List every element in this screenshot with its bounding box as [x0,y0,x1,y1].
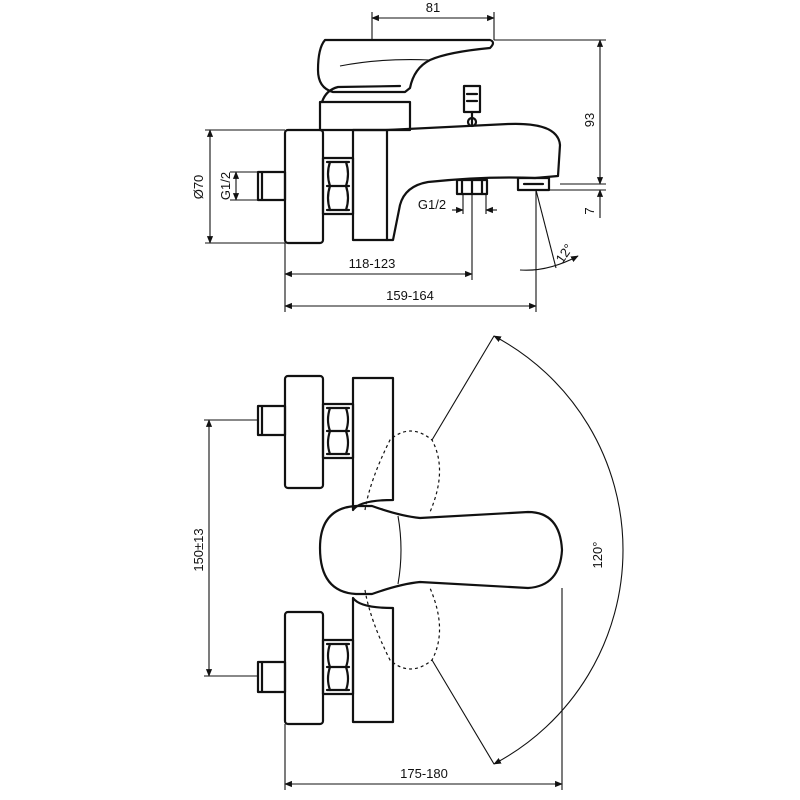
spout-aerator [516,176,551,192]
top-view: 120° 150±13 175-180 [191,335,624,790]
dim-outlet-thread: G1/2 [418,197,446,212]
lever-handle [316,38,495,94]
hex-nut [321,156,355,216]
dim-depth-total: 159-164 [386,288,434,303]
mixer-body [351,128,389,242]
dim-handle-length: 81 [426,0,440,15]
dim-offset-small: 7 [582,207,597,214]
dim-spout-angle: 12° [553,241,577,266]
inlet-connector [256,170,287,202]
dim-lever-rotation: 120° [590,542,605,569]
lever-rotated-down [364,587,441,670]
upper-inlet [256,374,355,490]
spout [385,122,562,242]
dim-centers: 150±13 [191,528,206,571]
lever-rotated-up [364,430,441,513]
dim-rosette-diameter: Ø70 [191,175,206,200]
rosette [283,128,325,245]
dim-depth-outlet: 118-123 [349,256,396,271]
dim-inlet-thread: G1/2 [218,172,233,200]
hose-connector [455,178,489,196]
dim-height: 93 [582,113,597,127]
diverter-knob [462,84,482,128]
side-view: 81 93 7 Ø70 G1/2 G1/2 12° 118-123 159-16… [191,0,606,312]
lever-top [318,504,564,596]
lower-inlet [256,610,355,726]
dim-overall-width: 175-180 [400,766,448,781]
mixer-body-top [351,376,395,512]
cartridge-cap [318,100,412,132]
